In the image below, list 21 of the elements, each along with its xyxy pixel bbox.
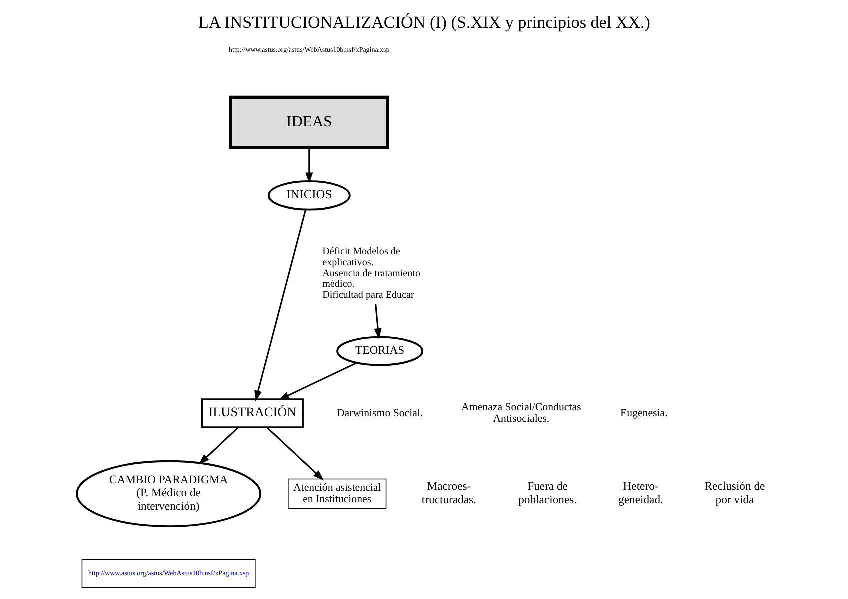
label: Macroes- tructuradas. — [421, 480, 476, 506]
label: Darwinismo Social. — [336, 407, 423, 420]
diagram-title: LA INSTITUCIONALIZACIÓN (I) (S.XIX y principios del XX.) — [198, 13, 650, 32]
arrow — [278, 362, 357, 400]
arrow — [305, 148, 313, 184]
arrow — [266, 427, 324, 481]
label: Eugenesia. — [620, 407, 668, 420]
node-box: Atención asistencial en Instituciones — [288, 478, 386, 510]
node-ellipse: INICIOS — [267, 180, 350, 211]
label: Hetero- geneidad. — [618, 480, 663, 506]
node-ellipse: CAMBIO PARADIGMA (P. Médico de intervención) — [76, 460, 262, 528]
label: Fuera de poblaciones. — [518, 480, 577, 506]
node-ellipse: TEORIAS — [336, 336, 424, 366]
arrow — [374, 304, 382, 340]
label: Amenaza Social/Conductas Antisociales. — [461, 401, 581, 426]
node-box: ILUSTRACIÓN — [200, 398, 304, 428]
node-box: IDEAS — [228, 96, 389, 150]
arrow — [254, 210, 306, 402]
arrow — [198, 427, 238, 465]
label: Reclusión de por vida — [704, 480, 765, 506]
node-text: Déficit Modelos de explicativos. Ausencia de tratamiento médico. Dificultad para Educar — [322, 246, 420, 301]
